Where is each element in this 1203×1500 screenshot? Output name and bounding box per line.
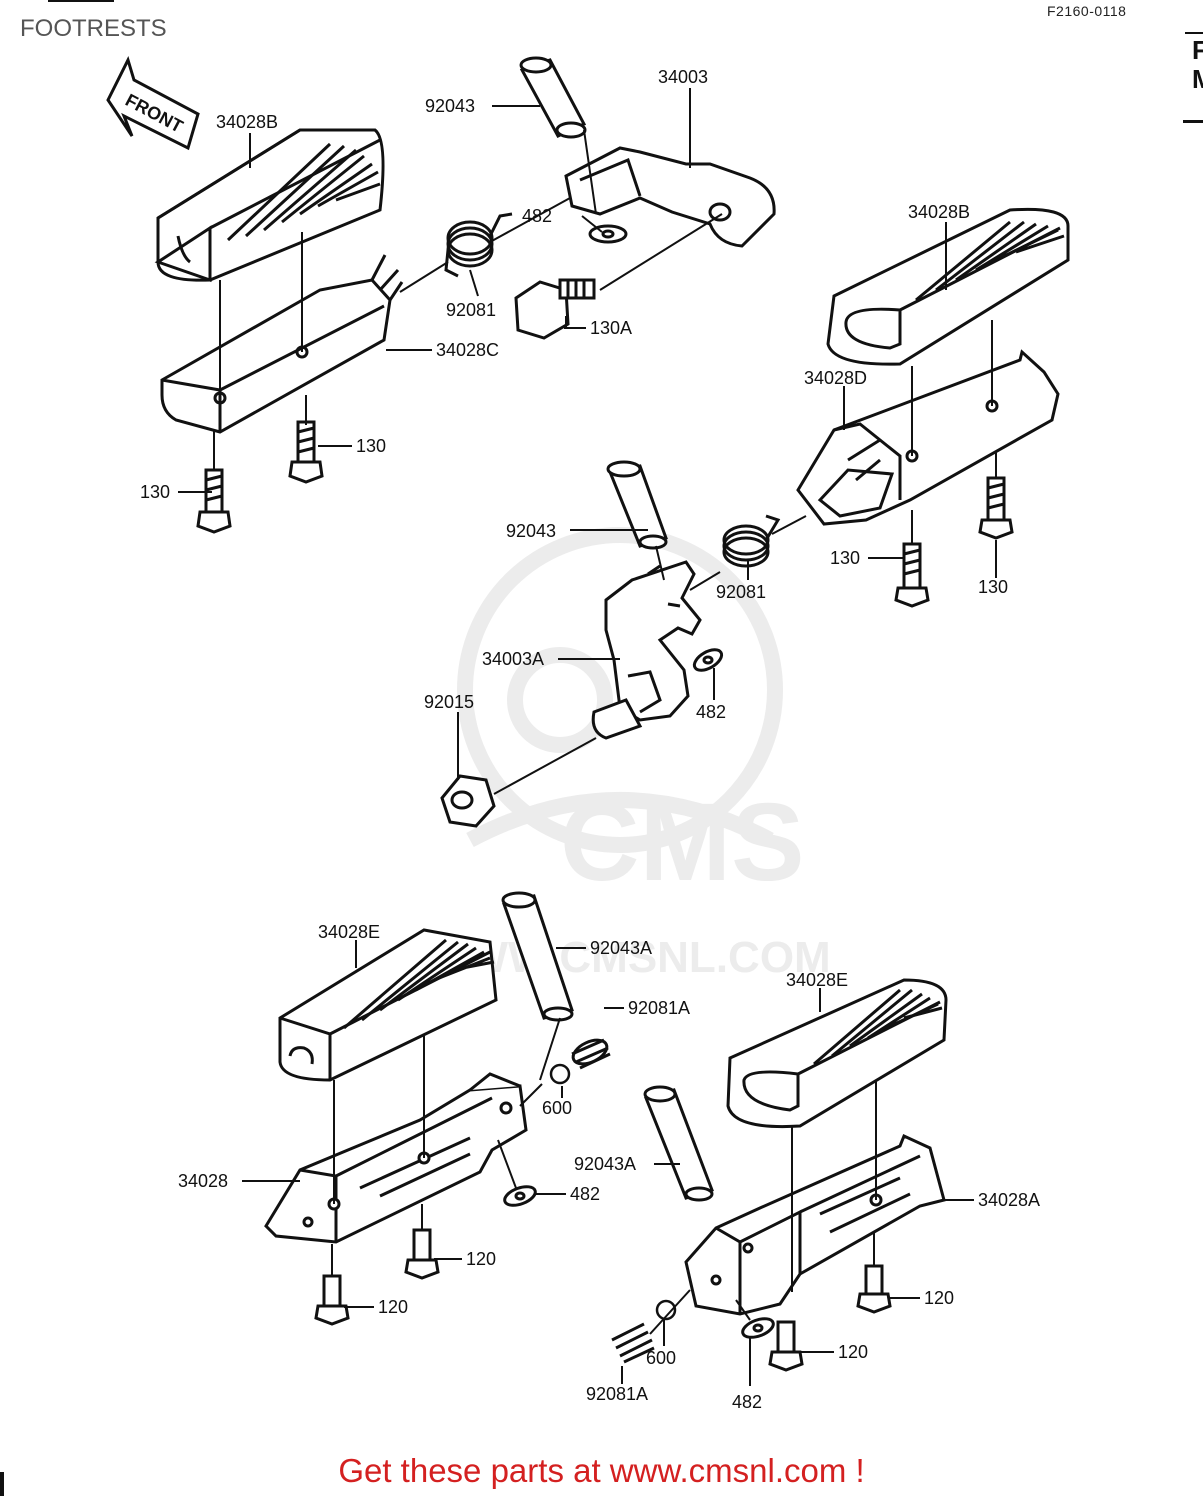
callout-482-mid: 482	[696, 702, 726, 722]
bracket-34028	[264, 1072, 528, 1244]
page-title: FOOTRESTS	[20, 15, 167, 42]
callout-482-br: 482	[732, 1392, 762, 1412]
guide-line	[493, 737, 597, 795]
callout-34028E-left: 34028E	[318, 922, 380, 942]
callout-34028B-right: 34028B	[908, 202, 970, 222]
bolt-130-a	[288, 420, 324, 484]
bolt-130-c	[894, 542, 930, 608]
watermark-logo: CMS	[560, 781, 804, 904]
callout-34028D: 34028D	[804, 368, 867, 388]
bolt-130-d	[978, 476, 1014, 540]
callout-34028A: 34028A	[978, 1190, 1040, 1210]
watermark-arc	[466, 792, 774, 848]
bolt-120-d	[768, 1320, 804, 1372]
front-arrow-shape	[106, 55, 200, 151]
guide-line	[489, 197, 571, 243]
edge-dash	[1183, 120, 1203, 123]
ball-600-right	[655, 1299, 677, 1321]
callout-92043-top: 92043	[425, 96, 475, 116]
promo-footer[interactable]: Get these parts at www.cmsnl.com !	[338, 1452, 865, 1489]
callout-34003: 34003	[658, 67, 708, 87]
callout-92081-top: 92081	[446, 300, 496, 320]
front-arrow: FRONT	[106, 55, 200, 151]
rubber-34028B-right	[826, 207, 1070, 366]
callout-600-left: 600	[542, 1098, 572, 1118]
edge-letter-2: M	[1192, 64, 1203, 94]
callout-92015: 92015	[424, 692, 474, 712]
watermark-visor	[507, 647, 613, 753]
pin-92043A-right	[643, 1085, 714, 1202]
spring-92081-top	[444, 212, 513, 278]
guide-line	[539, 1017, 561, 1081]
figure-code: F2160-0118	[1047, 3, 1127, 19]
edge-text-fragment: F M	[1192, 36, 1203, 94]
bolt-130A	[514, 278, 596, 340]
guide-line	[689, 571, 721, 591]
guide-line	[735, 1299, 751, 1321]
callout-482-bl: 482	[570, 1184, 600, 1204]
spring-92081A-right	[611, 1322, 655, 1364]
callout-120-c: 120	[924, 1288, 954, 1308]
nut-92015	[440, 774, 496, 828]
watermark-helmet	[457, 527, 783, 853]
left-edge-mark	[0, 1472, 4, 1496]
parts-diagram: CMS WWW.CMSNL.COM FRONT	[106, 55, 1070, 1412]
guide-line	[655, 545, 665, 581]
guide-line	[519, 1083, 543, 1107]
pin-92043A-left	[501, 891, 574, 1022]
callout-34028B-tl: 34028B	[216, 112, 278, 132]
callout-120-a: 120	[466, 1249, 496, 1269]
bracket-34028A	[684, 1133, 946, 1316]
guide-line	[599, 213, 723, 291]
edge-tick	[1185, 32, 1203, 34]
guide-line	[583, 129, 597, 215]
callout-92081-mid: 92081	[716, 582, 766, 602]
callout-34028C: 34028C	[436, 340, 499, 360]
leader-lines	[178, 88, 997, 1386]
guide-line	[649, 1289, 691, 1335]
callout-34003A: 34003A	[482, 649, 544, 669]
edge-letter-1: F	[1192, 35, 1203, 65]
callout-34028: 34028	[178, 1171, 228, 1191]
washer-482-top	[588, 224, 628, 244]
header-rule	[48, 0, 114, 2]
callout-92081A-left: 92081A	[628, 998, 690, 1018]
callout-120-d: 120	[838, 1342, 868, 1362]
callout-120-b: 120	[378, 1297, 408, 1317]
pin-92043-mid	[606, 460, 668, 550]
washer-482-bl	[503, 1185, 537, 1207]
callout-34028E-right: 34028E	[786, 970, 848, 990]
callout-92043A-left: 92043A	[590, 938, 652, 958]
bolt-120-b	[314, 1274, 350, 1326]
rubber-34028E-left	[278, 928, 498, 1082]
rubber-34028E-right	[726, 978, 948, 1129]
arm-34003A	[591, 560, 702, 740]
callout-130-b: 130	[140, 482, 170, 502]
callout-130-a: 130	[356, 436, 386, 456]
arm-34003	[564, 146, 776, 248]
ball-600-left	[549, 1063, 571, 1085]
callout-92043A-right: 92043A	[574, 1154, 636, 1174]
washer-482-mid	[692, 648, 724, 672]
callout-482-top: 482	[522, 206, 552, 226]
callout-92043-mid: 92043	[506, 521, 556, 541]
guide-line	[771, 515, 807, 535]
callout-130-d: 130	[978, 577, 1008, 597]
washer-482-br	[741, 1317, 775, 1339]
callout-130A: 130A	[590, 318, 632, 338]
spring-92081-mid	[722, 514, 781, 568]
bolt-120-c	[856, 1264, 892, 1314]
callout-600-right: 600	[646, 1348, 676, 1368]
guide-line	[497, 1139, 517, 1189]
bolt-130-b	[196, 468, 232, 534]
rubber-34028B-left	[154, 128, 385, 283]
callout-130-c: 130	[830, 548, 860, 568]
guide-line	[399, 261, 449, 293]
callout-92081A-right: 92081A	[586, 1384, 648, 1404]
bolt-120-a	[404, 1228, 440, 1280]
pin-92043-top	[519, 56, 587, 139]
callout-labels: 34028B 92043 34003 482 92081 130A 34028C…	[140, 67, 1040, 1412]
spring-92081A-left	[571, 1038, 611, 1070]
